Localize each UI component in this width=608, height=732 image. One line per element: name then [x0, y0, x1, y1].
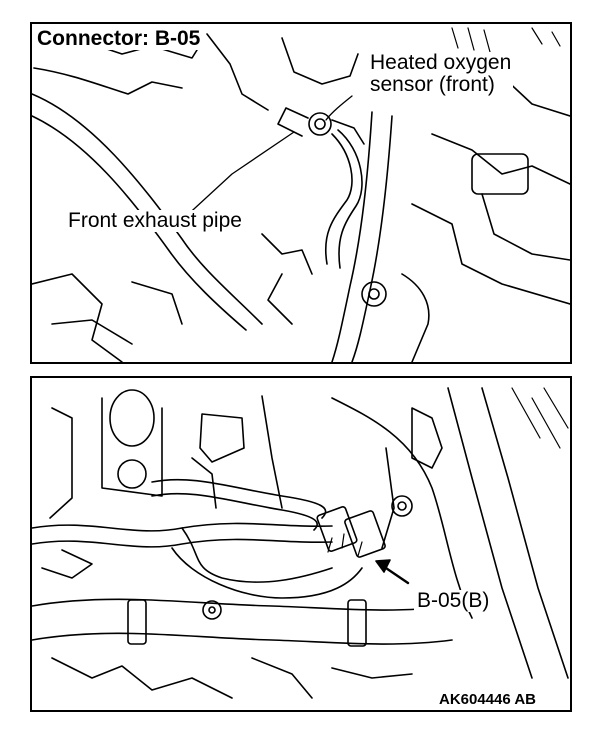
- connector-closeup-panel: B-05(B) AK604446 AB: [30, 376, 572, 712]
- connector-closeup-drawing: [32, 387, 569, 699]
- sensor-label-line-2: sensor (front): [368, 73, 514, 97]
- connector-title: Connector: B-05: [34, 27, 204, 51]
- engine-overview-panel: Connector: B-05 Heated oxygen sensor (fr…: [30, 22, 572, 364]
- connector-b05-callout: B-05(B): [414, 589, 493, 613]
- front-exhaust-pipe-label: Front exhaust pipe: [65, 209, 245, 233]
- heated-oxygen-sensor-label: Heated oxygen sensor (front): [366, 51, 515, 97]
- sensor-label-line-1: Heated oxygen: [368, 51, 514, 75]
- figure-code: AK604446 AB: [436, 692, 539, 708]
- engine-overview-drawing: [32, 27, 570, 362]
